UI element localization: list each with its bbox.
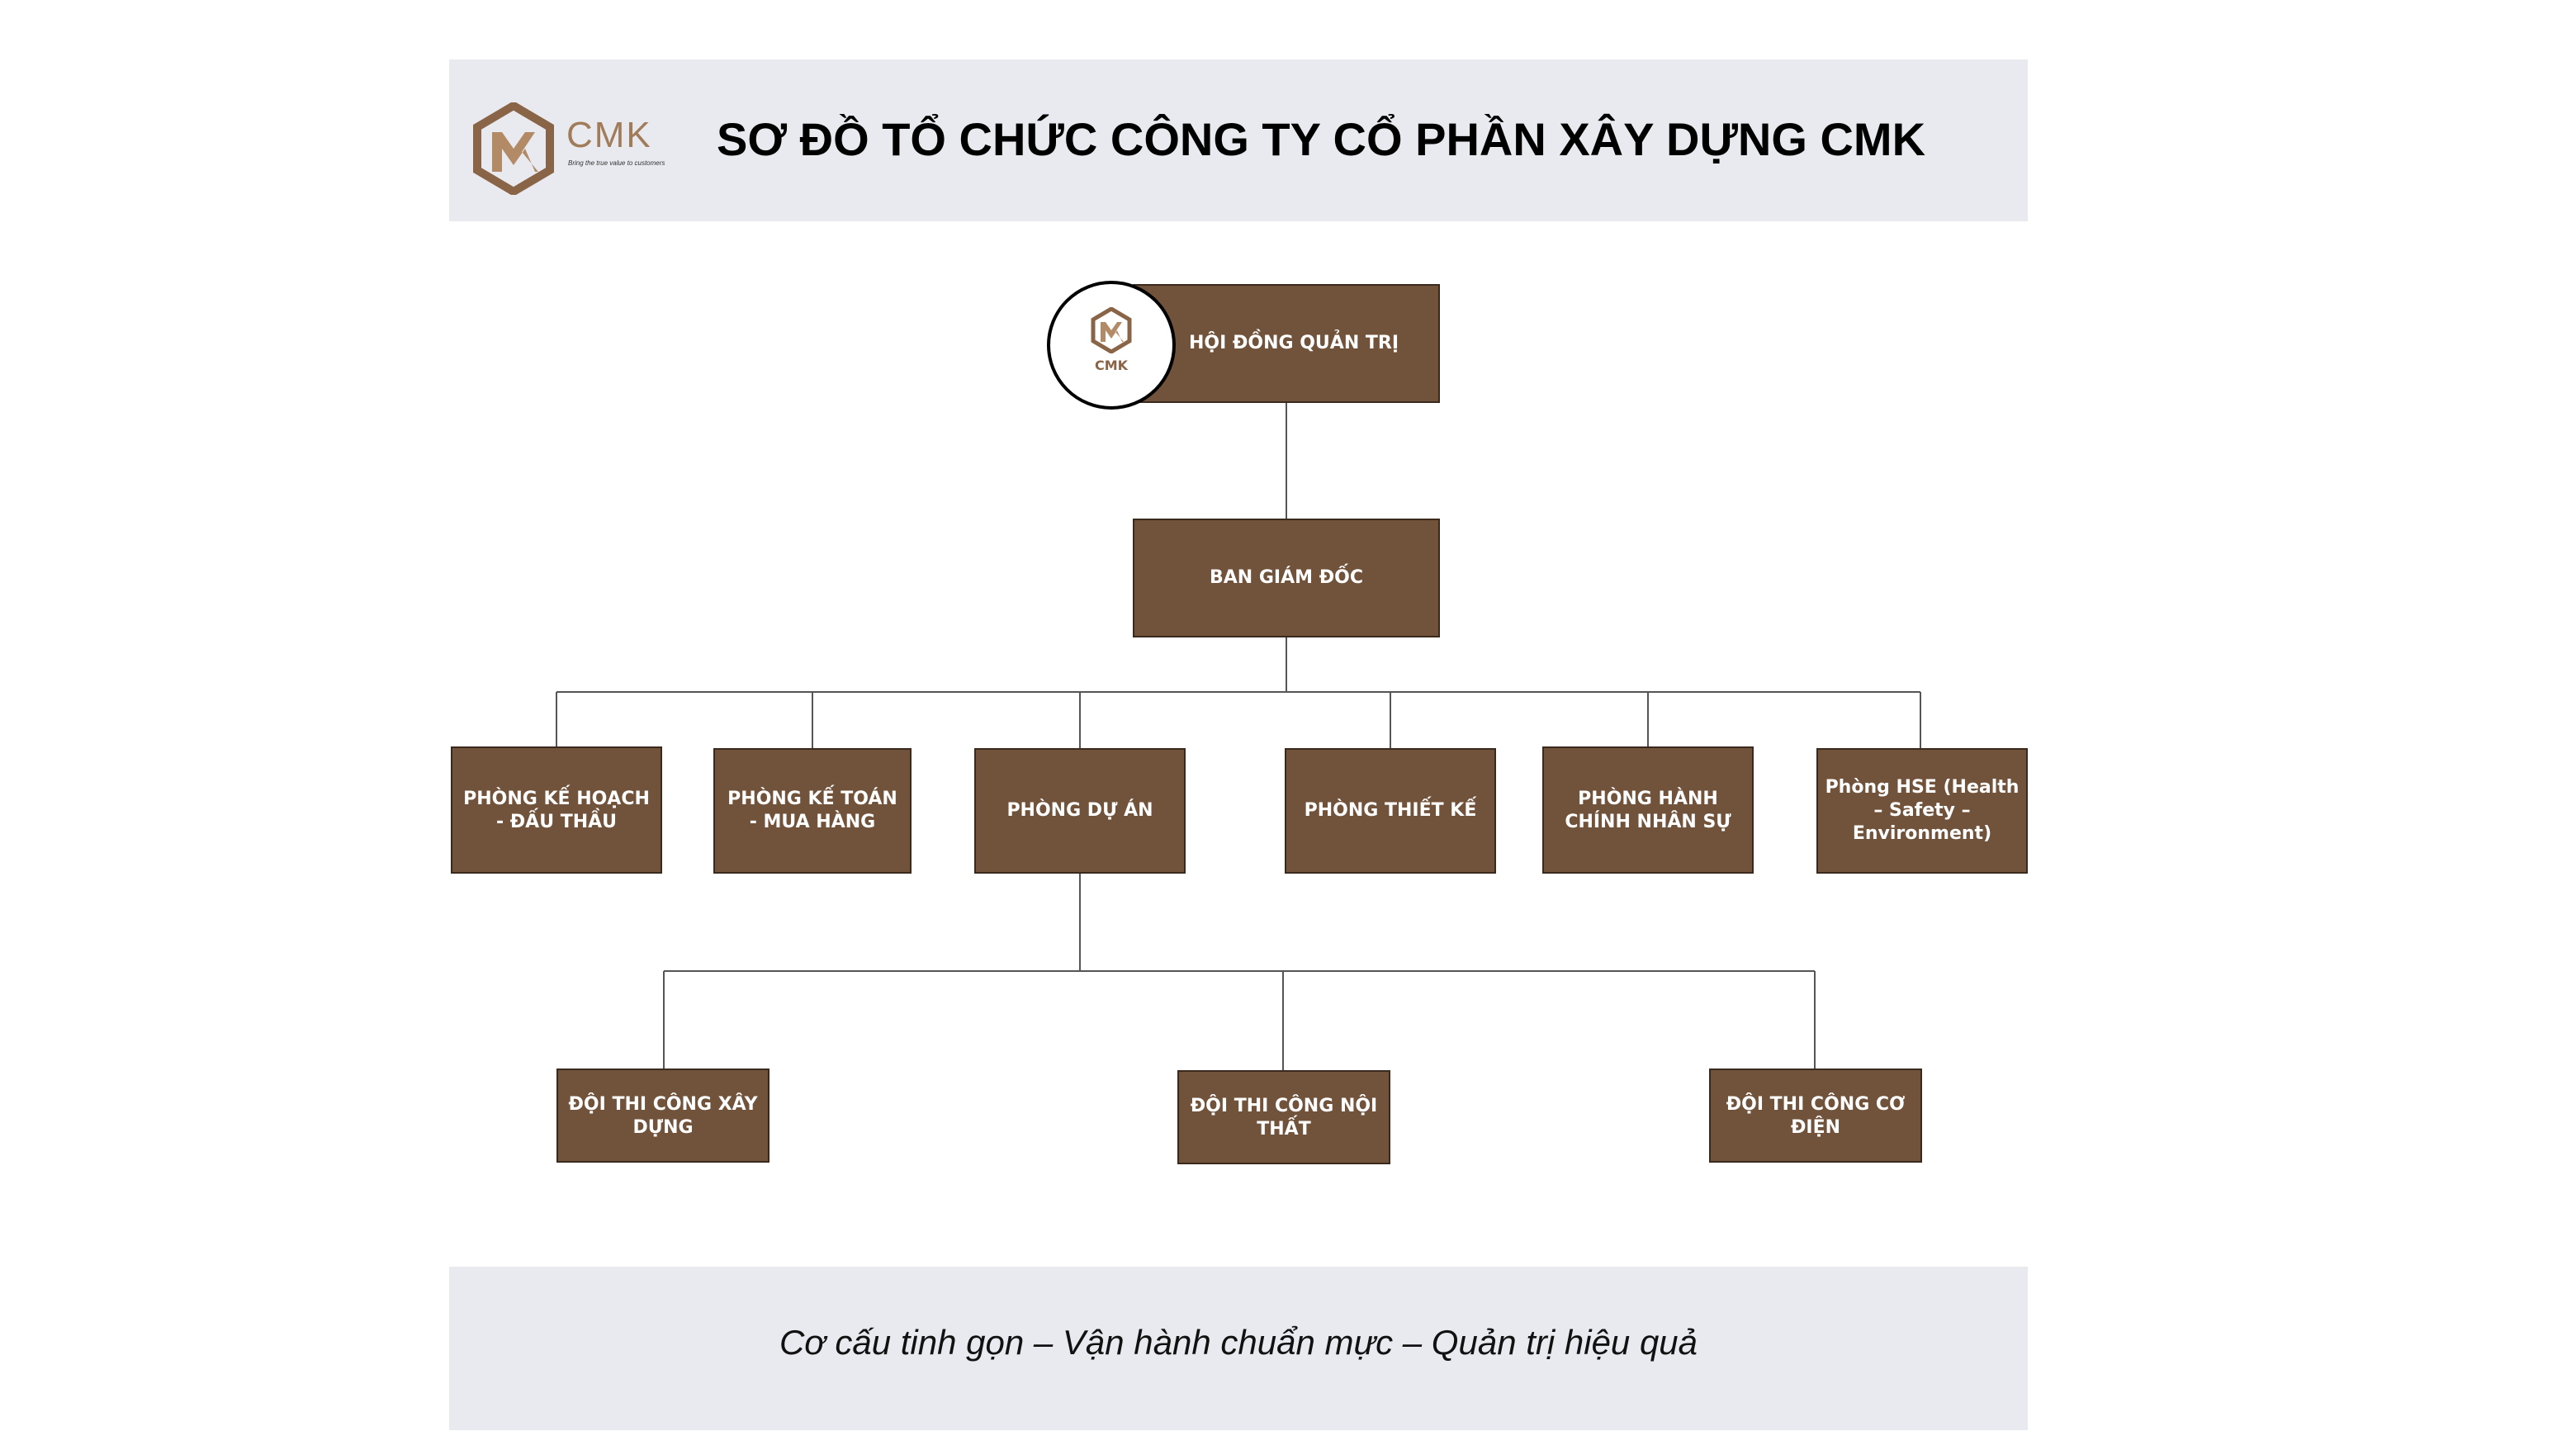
- department-hse[interactable]: Phòng HSE (Health – Safety – Environment…: [1816, 748, 2028, 874]
- hexagon-logo-icon: [473, 102, 554, 195]
- logo-text: CMK: [566, 114, 652, 155]
- board-logo-text: CMK: [1094, 358, 1129, 373]
- footer-slogan: Cơ cấu tinh gọn – Vận hành chuẩn mực – Q…: [779, 1324, 1698, 1362]
- department-projects[interactable]: PHÒNG DỰ ÁN: [974, 748, 1186, 874]
- department-accounting-purchasing[interactable]: PHÒNG KẾ TOÁN - MUA HÀNG: [713, 748, 912, 874]
- logo-tagline: Bring the true value to customers: [568, 159, 665, 167]
- footer-band: [449, 1267, 2028, 1430]
- team-interior[interactable]: ĐỘI THI CÔNG NỘI THẤT: [1177, 1070, 1390, 1164]
- department-design[interactable]: PHÒNG THIẾT KẾ: [1285, 748, 1496, 874]
- team-mep[interactable]: ĐỘI THI CÔNG CƠ ĐIỆN: [1709, 1069, 1922, 1163]
- header-band: [449, 59, 2028, 221]
- board-label: HỘI ĐỒNG QUẢN TRỊ: [1189, 332, 1399, 353]
- department-hr-admin[interactable]: PHÒNG HÀNH CHÍNH NHÂN SỰ: [1542, 746, 1754, 874]
- directors-node[interactable]: BAN GIÁM ĐỐC: [1133, 519, 1440, 637]
- board-of-directors-node[interactable]: HỘI ĐỒNG QUẢN TRỊ: [1133, 284, 1440, 403]
- department-planning-bidding[interactable]: PHÒNG KẾ HOẠCH - ĐẤU THẦU: [451, 746, 662, 874]
- hexagon-logo-icon: [1091, 307, 1132, 353]
- team-construction[interactable]: ĐỘI THI CÔNG XÂY DỰNG: [556, 1069, 769, 1163]
- page-title: SƠ ĐỒ TỔ CHỨC CÔNG TY CỔ PHẦN XÂY DỰNG C…: [716, 114, 1926, 165]
- board-logo-circle: CMK: [1047, 281, 1176, 410]
